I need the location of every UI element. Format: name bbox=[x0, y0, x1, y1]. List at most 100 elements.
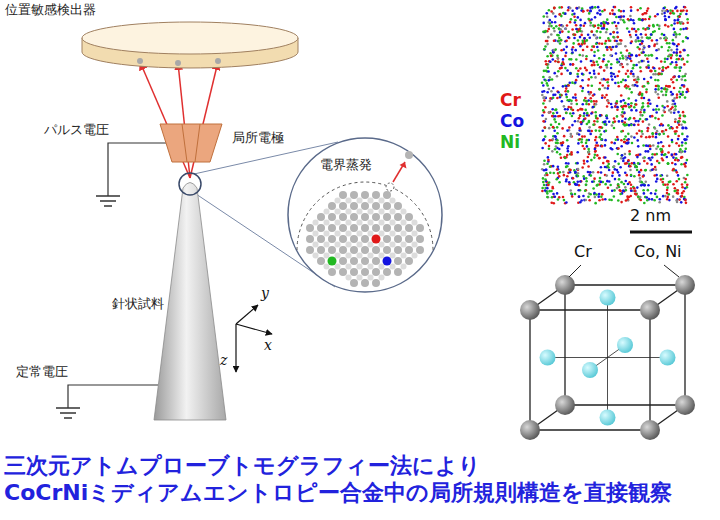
lattice-atom bbox=[335, 242, 341, 248]
atom-dot bbox=[565, 180, 568, 183]
atom-dot bbox=[624, 156, 627, 159]
corner-atom bbox=[640, 300, 660, 320]
atom-dot bbox=[644, 54, 647, 57]
element-label: Cr bbox=[574, 244, 592, 260]
atom-dot bbox=[574, 33, 577, 36]
atom-dot bbox=[597, 27, 600, 30]
lattice-atom bbox=[405, 235, 413, 243]
atom-dot bbox=[579, 180, 582, 183]
lattice-atom bbox=[313, 242, 319, 248]
atom-dot bbox=[653, 67, 656, 70]
lattice-atom bbox=[328, 235, 336, 243]
lattice-atom bbox=[317, 235, 325, 243]
atom-dot bbox=[567, 106, 570, 109]
atom-dot bbox=[562, 63, 565, 66]
atom-dot bbox=[624, 162, 627, 165]
lattice-atom bbox=[306, 224, 314, 232]
atom-dot bbox=[624, 102, 627, 105]
atom-dot bbox=[674, 187, 677, 190]
atom-dot bbox=[668, 42, 671, 45]
atom-dot bbox=[664, 57, 667, 60]
atom-dot bbox=[567, 30, 570, 33]
atom-dot bbox=[685, 27, 688, 30]
atom-dot bbox=[556, 132, 559, 135]
lattice-atom bbox=[324, 242, 330, 248]
atom-dot bbox=[644, 169, 647, 172]
atom-dot bbox=[561, 25, 564, 28]
atom-dot bbox=[648, 123, 651, 126]
atom-dot bbox=[679, 87, 682, 90]
atom-dot bbox=[626, 142, 629, 145]
atom-dot bbox=[633, 123, 636, 126]
lattice-atom bbox=[379, 231, 385, 237]
atom-dot bbox=[544, 142, 547, 145]
lattice-atom bbox=[368, 253, 374, 259]
atom-dot bbox=[667, 124, 670, 127]
atom-dot bbox=[619, 166, 622, 169]
atom-dot bbox=[542, 120, 545, 123]
atom-dot bbox=[590, 91, 593, 94]
legend-entry: Ni bbox=[500, 132, 520, 152]
atom-dot bbox=[571, 52, 574, 55]
lattice-atom bbox=[328, 246, 336, 254]
atom-dot bbox=[622, 108, 625, 111]
atom-dot bbox=[595, 42, 598, 45]
atom-dot bbox=[635, 192, 638, 195]
lattice-atom bbox=[346, 220, 352, 226]
atom-dot bbox=[677, 192, 680, 195]
atom-dot bbox=[641, 19, 644, 22]
atom-dot bbox=[610, 75, 613, 78]
atom-dot bbox=[609, 147, 612, 150]
atom-dot bbox=[646, 37, 649, 40]
atom-dot bbox=[635, 99, 638, 102]
atom-dot bbox=[588, 199, 591, 202]
atom-dot bbox=[569, 63, 572, 66]
atom-dot bbox=[596, 42, 599, 45]
atom-dot bbox=[556, 111, 559, 114]
atom-dot bbox=[662, 94, 665, 97]
atom-dot bbox=[613, 165, 616, 168]
atom-dot bbox=[599, 36, 602, 39]
atom-dot bbox=[601, 145, 604, 148]
atom-dot bbox=[582, 195, 585, 198]
atom-dot bbox=[616, 58, 619, 61]
atom-dot bbox=[549, 97, 552, 100]
atom-dot bbox=[630, 109, 633, 112]
atom-dot bbox=[576, 73, 579, 76]
atom-dot bbox=[604, 123, 607, 126]
atom-dot bbox=[617, 163, 620, 166]
atom-dot bbox=[628, 54, 631, 57]
atom-dot bbox=[621, 111, 624, 114]
lattice-atom bbox=[324, 209, 330, 215]
atom-dot bbox=[623, 105, 626, 108]
atom-dot bbox=[614, 6, 617, 9]
atom-dot bbox=[616, 27, 619, 30]
lattice-atom bbox=[394, 257, 402, 265]
atom-dot bbox=[604, 144, 607, 147]
atom-dot bbox=[639, 7, 642, 10]
lattice-atom bbox=[405, 224, 413, 232]
atom-dot bbox=[612, 36, 615, 39]
atom-dot bbox=[623, 183, 626, 186]
lattice-atom bbox=[328, 202, 336, 210]
atom-dot bbox=[553, 7, 556, 10]
atom-dot bbox=[649, 70, 652, 73]
atom-dot bbox=[562, 117, 565, 120]
lattice-atom bbox=[416, 224, 424, 232]
atom-dot bbox=[617, 171, 620, 174]
atom-dot bbox=[579, 114, 582, 117]
atom-dot bbox=[568, 126, 571, 129]
atom-dot bbox=[567, 84, 570, 87]
atom-dot bbox=[675, 64, 678, 67]
atom-dot bbox=[564, 12, 567, 15]
vacancy bbox=[386, 183, 394, 191]
atom-dot bbox=[573, 34, 576, 37]
atom-dot bbox=[639, 114, 642, 117]
atom-dot bbox=[602, 27, 605, 30]
atom-dot bbox=[574, 81, 577, 84]
atom-dot bbox=[570, 106, 573, 109]
atom-dot bbox=[542, 22, 545, 25]
atom-dot bbox=[584, 199, 587, 202]
atom-dot bbox=[651, 168, 654, 171]
atom-dot bbox=[544, 178, 547, 181]
